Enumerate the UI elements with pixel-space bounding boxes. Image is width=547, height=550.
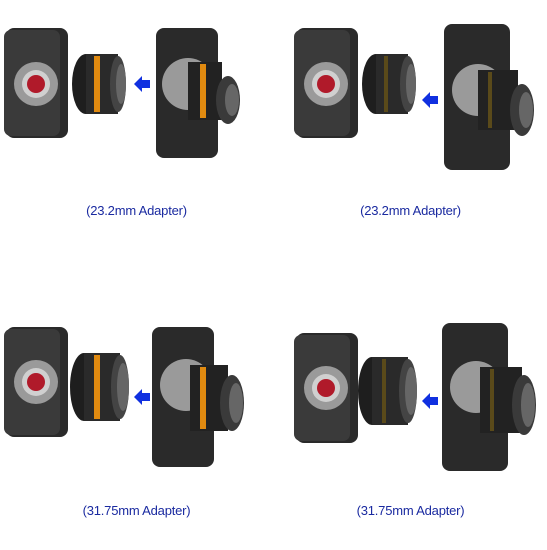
camera-body-front	[294, 333, 358, 443]
adapter-caption: (23.2mm Adapter)	[86, 203, 187, 218]
adapter-mount-illustration	[294, 24, 534, 170]
camera-body-front	[294, 28, 358, 138]
camera-body-front	[4, 327, 68, 437]
arrow-icon	[422, 92, 438, 108]
adapter-lens	[362, 54, 416, 114]
adapter-lens	[72, 54, 126, 114]
camera-with-adapter	[442, 323, 536, 471]
adapter-lens	[70, 353, 129, 421]
adapter-mount-illustration	[294, 323, 536, 471]
adapter-mount-illustration	[4, 327, 244, 467]
adapter-caption: (31.75mm Adapter)	[82, 503, 191, 518]
camera-body-front	[4, 28, 68, 138]
panel-31mm-orange: (31.75mm Adapter)	[0, 275, 273, 550]
adapter-caption: (23.2mm Adapter)	[360, 203, 461, 218]
panel-23mm-dark: (23.2mm Adapter)	[274, 0, 547, 275]
camera-with-adapter	[156, 28, 240, 158]
arrow-icon	[134, 76, 150, 92]
adapter-caption: (31.75mm Adapter)	[356, 503, 465, 518]
arrow-icon	[134, 389, 150, 405]
arrow-icon	[422, 393, 438, 409]
camera-with-adapter	[152, 327, 244, 467]
panel-23mm-orange: (23.2mm Adapter)	[0, 0, 273, 275]
panel-31mm-dark: (31.75mm Adapter)	[274, 275, 547, 550]
adapter-mount-illustration	[4, 28, 240, 158]
camera-with-adapter	[444, 24, 534, 170]
adapter-lens	[358, 357, 417, 425]
